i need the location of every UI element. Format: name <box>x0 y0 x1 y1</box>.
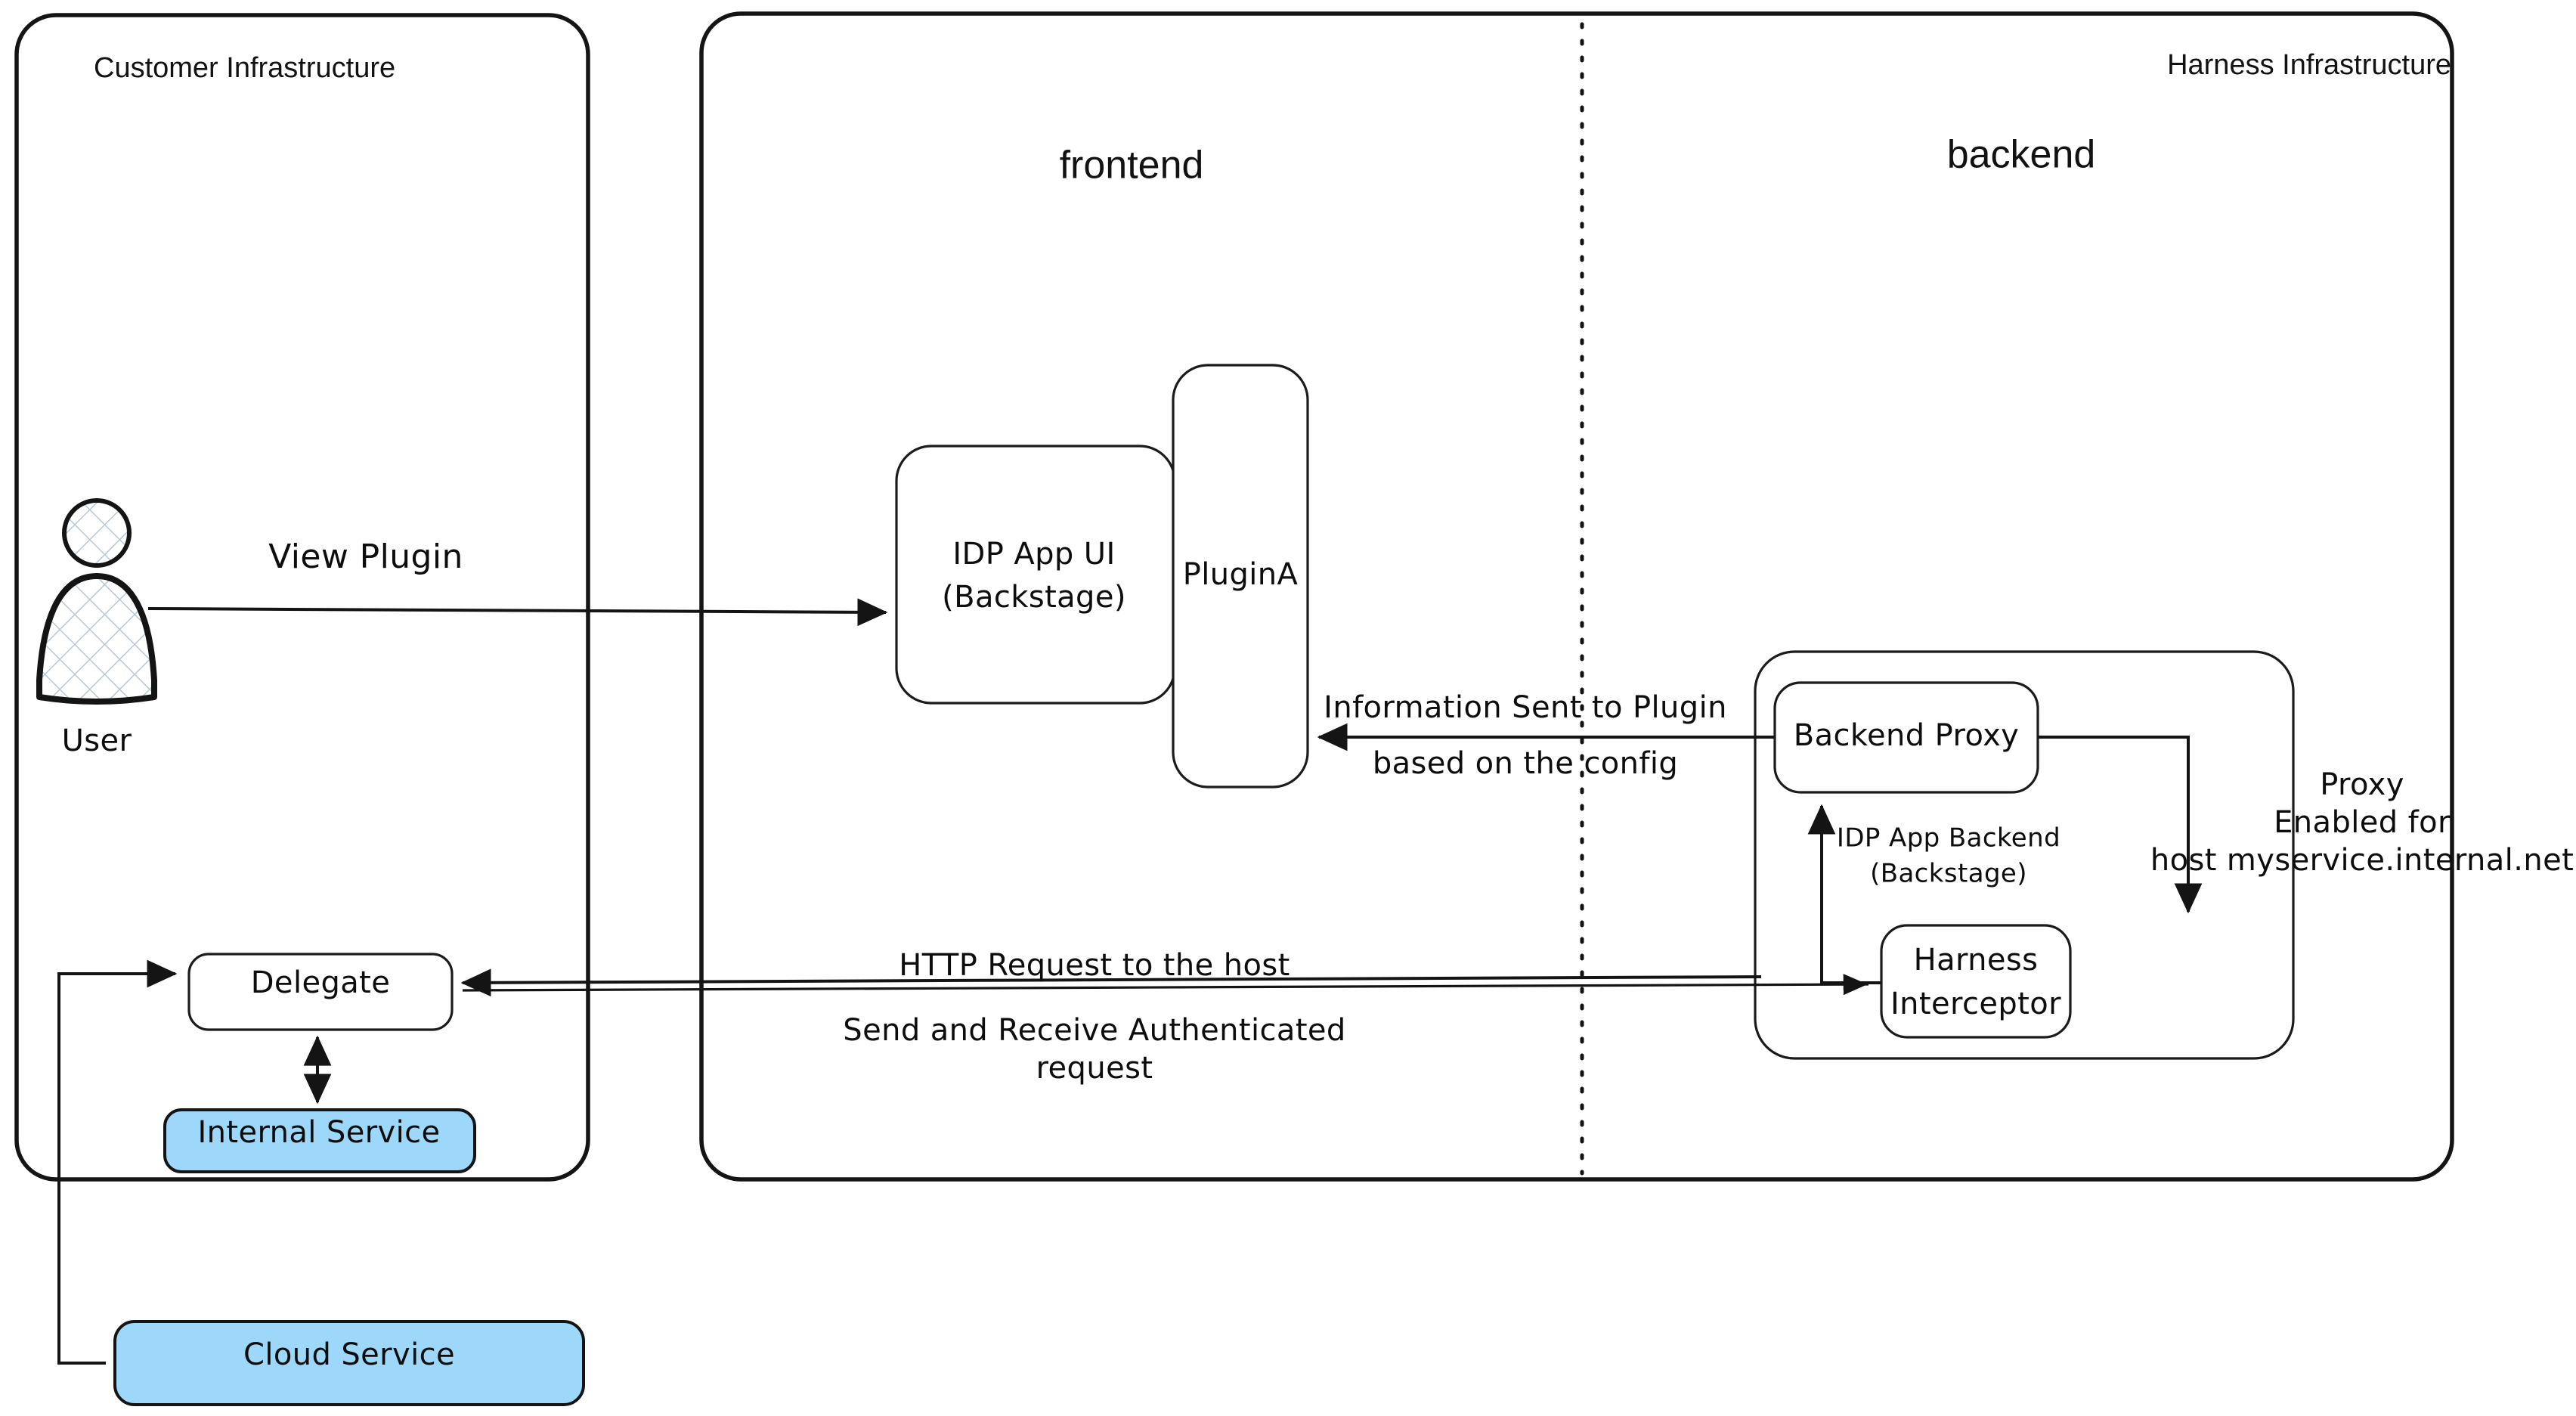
edge-interceptor-to-delegate <box>460 968 1762 997</box>
delegate-box[interactable] <box>187 953 454 1031</box>
authenticated-label-line1: Send and Receive Authenticated <box>843 1013 1345 1048</box>
delegate-label: Delegate <box>251 965 391 1000</box>
harness-interceptor-label-line2: Interceptor <box>1890 987 2061 1021</box>
edge-user-to-idp-app-ui <box>147 598 888 627</box>
proxy-enabled-label-line3: host myservice.internal.net <box>2150 843 2574 878</box>
proxy-enabled-label-line1: Proxy <box>2320 767 2404 802</box>
idp-app-ui-label-line2: (Backstage) <box>942 580 1126 615</box>
idp-app-ui-label-line1: IDP App UI <box>952 537 1115 572</box>
edge-backend-proxy-to-interceptor <box>2038 736 2203 914</box>
internal-service-box[interactable] <box>163 1108 476 1173</box>
internal-service-label: Internal Service <box>197 1115 440 1150</box>
information-sent-label-line1: Information Sent to Plugin <box>1324 690 1727 725</box>
plugin-a-box[interactable] <box>1172 364 1309 789</box>
harness-infrastructure-label: Harness Infrastructure <box>2167 49 2451 81</box>
edge-delegate-to-interceptor <box>462 974 1869 996</box>
edge-delegate-to-cloud-service <box>57 974 106 1365</box>
idp-app-backend-label-line1: IDP App Backend <box>1837 823 2060 854</box>
view-plugin-edge-label: View Plugin <box>268 538 463 576</box>
customer-infrastructure-label: Customer Infrastructure <box>94 52 395 84</box>
idp-app-ui-box[interactable] <box>895 445 1176 705</box>
authenticated-label-line2: request <box>1036 1051 1153 1086</box>
frontend-label: frontend <box>1060 144 1204 187</box>
backend-proxy-label: Backend Proxy <box>1794 718 2020 753</box>
customer-infrastructure-container <box>14 13 590 1182</box>
http-request-label: HTTP Request to the host <box>899 948 1290 983</box>
harness-interceptor-label-line1: Harness <box>1914 943 2039 978</box>
cloud-service-box[interactable] <box>113 1320 585 1406</box>
cloud-service-label: Cloud Service <box>243 1337 455 1372</box>
backend-label: backend <box>1947 133 2096 177</box>
plugin-a-label: PluginA <box>1183 557 1299 592</box>
proxy-enabled-label-line2: Enabled for <box>2274 805 2451 840</box>
user-label: User <box>62 723 132 758</box>
information-sent-label-line2: based on the config <box>1373 746 1678 781</box>
user-actor-icon <box>36 498 157 705</box>
harness-infrastructure-container <box>699 11 2454 1182</box>
edge-cloud-service-to-delegate <box>57 959 178 1365</box>
idp-app-backend-label-line2: (Backstage) <box>1870 859 2027 889</box>
